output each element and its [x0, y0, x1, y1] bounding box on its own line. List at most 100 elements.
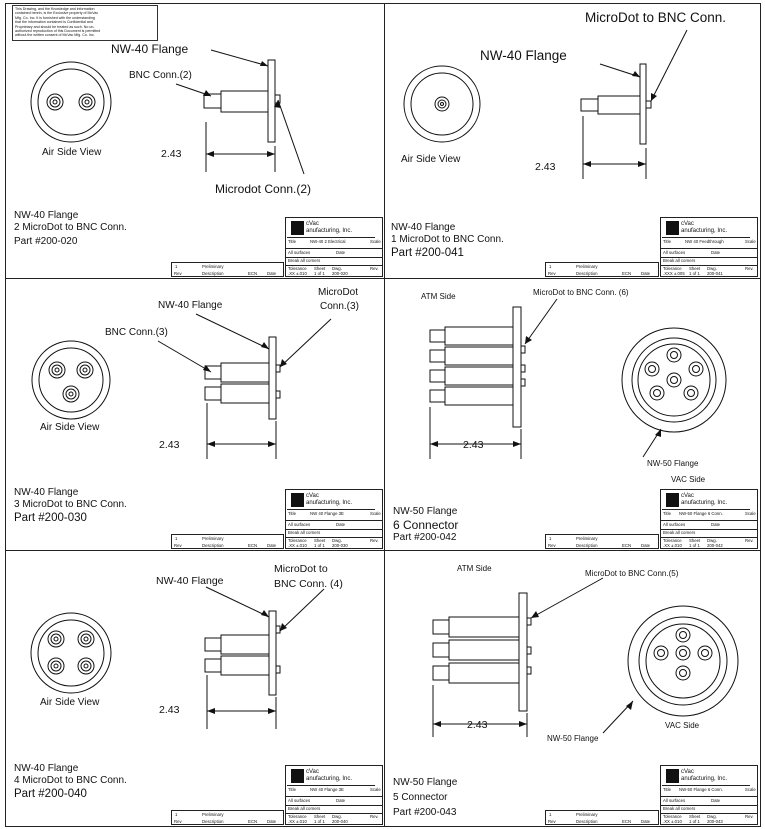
caption-part-number: Part #200-040 — [14, 788, 87, 800]
drawing-title: NW-40 2 Electrical — [310, 239, 346, 244]
proprietary-notice: This Drawing, and the Knowledge and info… — [12, 5, 158, 41]
bnc-end — [204, 658, 222, 673]
microdot-pin — [520, 364, 526, 373]
bnc-end — [432, 642, 450, 658]
caption-flange: NW-50 Flange — [393, 506, 458, 517]
callout-microdot-bnc: MicroDot to BNC Conn. (6) — [533, 288, 629, 297]
bnc-end — [204, 386, 222, 401]
air-side-view-label: Air Side View — [40, 422, 100, 433]
air-side-view-label: Air Side View — [42, 147, 102, 158]
bnc-connector-face — [48, 361, 66, 379]
panel-200-043: ATM Side MicroDot to BNC Conn.(5) 2.43 N… — [384, 550, 761, 827]
air-side-flange-outer — [31, 340, 111, 420]
drawing-200-041 — [403, 29, 688, 179]
microdot-pin — [526, 617, 532, 626]
callout-nw40-flange: NW-40 Flange — [480, 48, 567, 63]
part-caption: NW-40 Flange 4 MicroDot to BNC Conn. Par… — [14, 763, 127, 802]
connector-body — [220, 634, 270, 655]
leader-flange — [205, 586, 270, 618]
dimension-value: 2.43 — [159, 439, 180, 451]
notice-line: without the written consent of McVac Mfg… — [15, 33, 95, 38]
flange-side — [267, 59, 276, 143]
drawing-number: 200-041 — [707, 271, 723, 276]
leader-microdot — [279, 588, 325, 632]
leader-microdot — [650, 29, 688, 102]
air-side-flange-outer — [30, 612, 112, 694]
caption-desc: 1 MicroDot to BNC Conn. — [391, 234, 504, 245]
caption-desc: 2 MicroDot to BNC Conn. — [14, 222, 127, 233]
caption-desc: 5 Connector — [393, 792, 448, 803]
flange-side — [518, 592, 528, 712]
revision-block: 1 Preliminary Rev Description ECN Date — [545, 262, 659, 277]
bnc-connector-face — [78, 93, 96, 111]
bnc-connector-face — [62, 385, 80, 403]
dimension-value: 2.43 — [463, 439, 484, 451]
caption-flange: NW-40 Flange — [14, 210, 79, 221]
caption-flange: NW-50 Flange — [393, 777, 458, 788]
bnc-end — [203, 93, 222, 109]
air-side-flange-outer — [30, 61, 112, 143]
callout-vac-side: VAC Side — [665, 721, 700, 730]
microdot-pin — [275, 625, 281, 634]
connector-body — [444, 386, 514, 406]
bnc-end — [432, 619, 450, 635]
drawing-title: NW-50 Flange 6 Conn. — [679, 787, 723, 792]
drawing-title: NW 40 Feedthrough — [685, 239, 724, 244]
microdot-pin — [275, 665, 281, 674]
connector-body — [444, 326, 514, 346]
callout-nw50-flange: NW-50 Flange — [547, 734, 599, 743]
revision-block: 1 Preliminary Rev Description ECN Date — [545, 810, 659, 825]
bnc-end — [580, 98, 599, 112]
leader-flange — [210, 49, 269, 67]
bnc-end — [429, 329, 446, 343]
air-side-flange-inner — [38, 347, 104, 413]
flange-side — [512, 306, 522, 428]
notice-line: This Drawing, and the Knowledge and info… — [15, 7, 95, 11]
flange-side — [639, 63, 647, 145]
microdot-pin — [275, 390, 281, 399]
bnc-connector-face — [46, 93, 64, 111]
callout-bnc-conn: BNC Conn.(3) — [105, 327, 168, 338]
connector-body — [444, 366, 514, 386]
drawing-200-030 — [31, 313, 332, 459]
part-caption: NW-40 Flange 2 MicroDot to BNC Conn. Par… — [14, 210, 127, 248]
connector-body — [448, 639, 520, 661]
caption-part-number: Part #200-041 — [391, 247, 464, 259]
bnc-connector-face — [47, 657, 65, 675]
callout-nw50-flange: NW-50 Flange — [647, 459, 699, 468]
revision-block: 1 Preliminary Rev Description ECN Date — [171, 810, 284, 825]
vac-side-ring — [645, 623, 721, 699]
drawing-200-043 — [432, 577, 739, 737]
dimension-value: 2.43 — [535, 161, 556, 173]
air-side-flange-inner — [410, 72, 474, 136]
leader-flange — [195, 313, 270, 350]
air-side-flange-inner — [37, 619, 105, 687]
bnc-connector-face — [47, 630, 65, 648]
caption-desc: 3 MicroDot to BNC Conn. — [14, 499, 127, 510]
microdot-pin — [526, 666, 532, 675]
connector-body — [448, 616, 520, 638]
callout-atm-side: ATM Side — [457, 564, 492, 573]
drawing-number: 200-043 — [707, 819, 723, 824]
bnc-end — [429, 389, 446, 403]
revision-block: 1 Preliminary Rev Description ECN Date — [171, 262, 284, 277]
microdot-pin — [526, 646, 532, 655]
flange-side — [268, 336, 277, 420]
caption-flange: NW-40 Flange — [14, 487, 79, 498]
leader-bnc — [157, 340, 212, 373]
callout-nw40-flange: NW-40 Flange — [111, 42, 189, 56]
drawing-number: 200-020 — [332, 271, 348, 276]
notice-line: authorized reproduction of this Document… — [15, 29, 101, 34]
connector-body — [220, 655, 270, 676]
drawing-200-042 — [429, 298, 727, 459]
part-caption: NW-40 Flange 1 MicroDot to BNC Conn. Par… — [391, 222, 504, 261]
notice-line: contained herein, is the Exclusive prope… — [15, 11, 99, 16]
callout-vac-side: VAC Side — [671, 475, 706, 484]
